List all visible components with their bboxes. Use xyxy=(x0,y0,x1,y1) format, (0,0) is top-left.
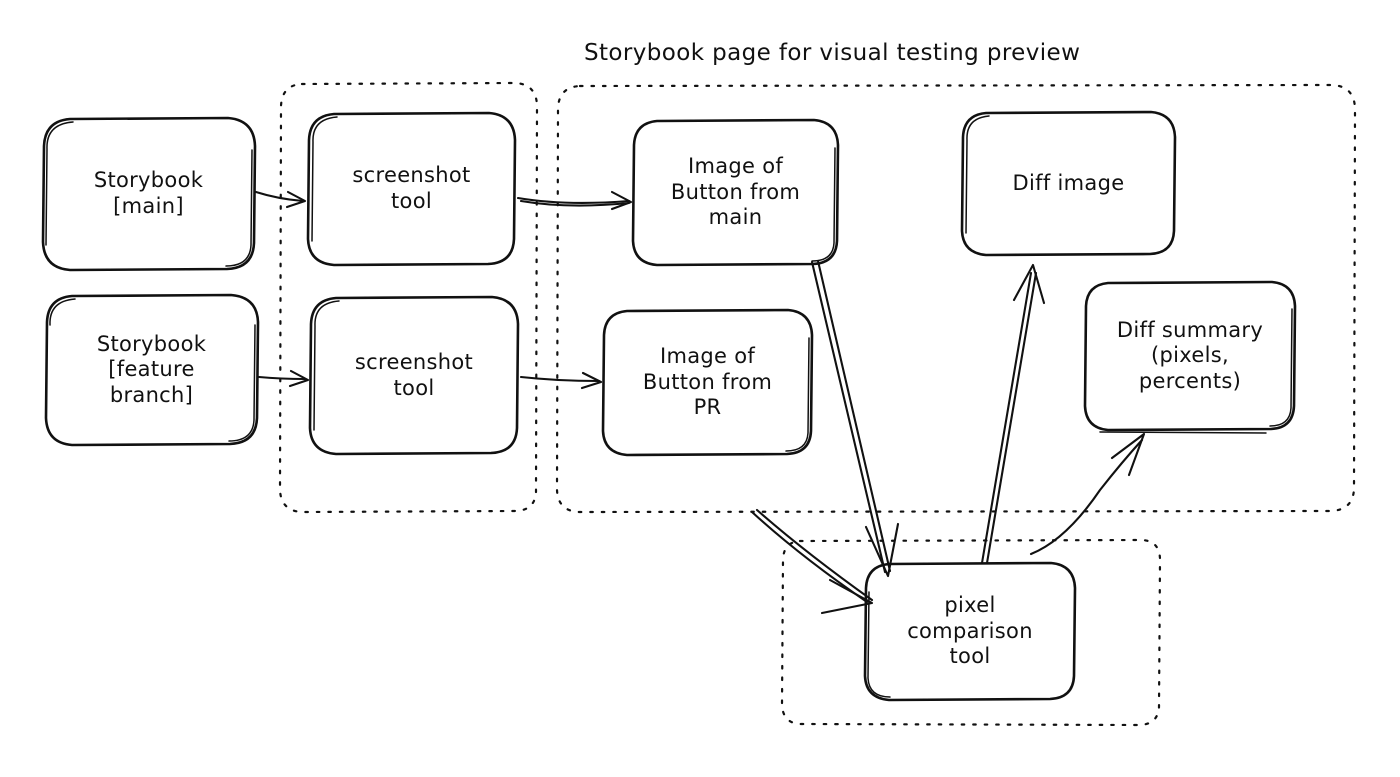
edge-image-main-to-compare xyxy=(810,259,900,578)
edge-image-pr-to-compare xyxy=(750,508,874,615)
edge-compare-to-diff-summary xyxy=(1029,432,1146,556)
node-diff-summary[interactable] xyxy=(1085,282,1295,430)
edge-screenshot-to-image-main xyxy=(516,190,633,211)
edge-feature-to-screenshot xyxy=(257,369,310,388)
node-image-button-pr[interactable] xyxy=(603,310,812,455)
node-screenshot-tool-main[interactable] xyxy=(308,113,515,265)
node-screenshot-tool-feature[interactable] xyxy=(310,297,518,455)
node-pixel-comparison-tool[interactable] xyxy=(865,563,1075,700)
group-title-storybook-preview: Storybook page for visual testing previe… xyxy=(584,40,1081,66)
node-storybook-feature[interactable] xyxy=(45,295,258,445)
node-image-button-main[interactable] xyxy=(633,120,838,265)
edge-main-to-screenshot xyxy=(254,190,307,209)
edge-compare-to-diff-image xyxy=(980,263,1046,565)
node-diff-image[interactable] xyxy=(962,112,1175,255)
node-shape-diff-summary-3 xyxy=(1099,431,1267,434)
edge-screenshot-to-image-pr xyxy=(519,371,603,390)
node-storybook-main[interactable] xyxy=(42,118,255,270)
